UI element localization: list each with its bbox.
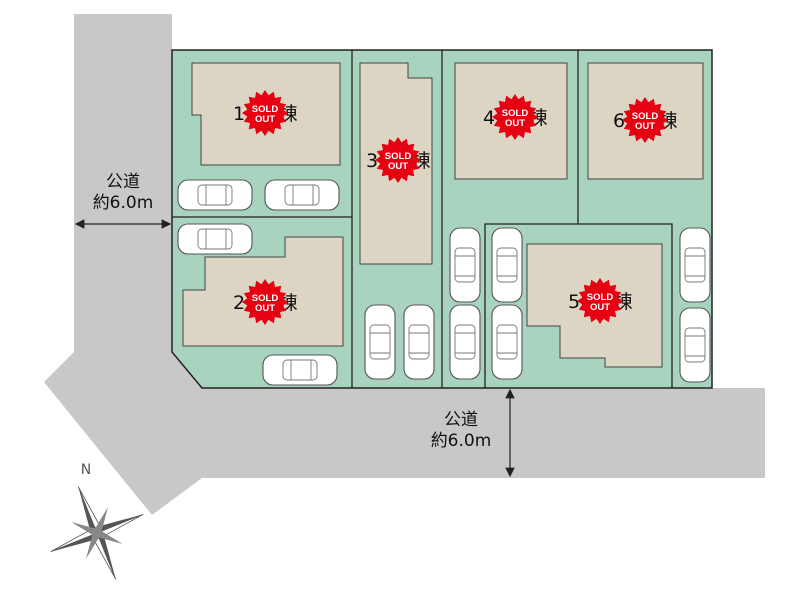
compass-minor-needle	[95, 529, 123, 544]
compass-minor-needle	[86, 531, 101, 559]
parked-car-icon	[679, 227, 711, 303]
parked-car-icon	[177, 179, 253, 211]
compass-minor-needle	[71, 522, 99, 537]
sold-out-line-2: OUT	[255, 303, 275, 314]
south-road-label: 公道 約6.0m	[416, 410, 506, 452]
road-west	[44, 14, 202, 515]
west-road-width: 約6.0m	[92, 193, 154, 213]
road-network	[44, 14, 765, 515]
parked-car-icon	[177, 223, 253, 255]
parked-car-icon	[364, 304, 396, 380]
parking-spaces	[177, 179, 711, 386]
lot-number: 3	[366, 150, 378, 172]
sold-out-line-2: OUT	[505, 118, 525, 129]
compass-minor-needle	[93, 507, 108, 535]
sold-out-line-2: OUT	[635, 121, 655, 132]
sold-out-line-1: SOLD	[385, 151, 412, 162]
parked-car-icon	[449, 304, 481, 380]
parked-car-icon	[403, 304, 435, 380]
dimension-lines	[74, 219, 515, 478]
sold-out-line-1: SOLD	[502, 108, 529, 119]
parked-car-icon	[491, 304, 523, 380]
sold-out-line-2: OUT	[388, 161, 408, 172]
sold-out-line-2: OUT	[255, 114, 275, 125]
road-south	[202, 388, 765, 478]
lot-number: 5	[568, 291, 580, 313]
lot-number: 4	[483, 107, 495, 129]
lot-number: 2	[233, 292, 245, 314]
parked-car-icon	[679, 307, 711, 383]
west-road-label: 公道 約6.0m	[78, 172, 168, 214]
lot-divider	[484, 223, 673, 388]
sold-out-line-1: SOLD	[587, 292, 614, 303]
parked-car-icon	[449, 227, 481, 303]
sold-out-line-1: SOLD	[252, 104, 279, 115]
south-road-name: 公道	[444, 410, 478, 430]
lot-number: 6	[613, 110, 625, 132]
lot-number: 1	[233, 103, 245, 125]
south-road-width: 約6.0m	[430, 431, 492, 451]
west-road-name: 公道	[106, 172, 140, 192]
sold-out-line-1: SOLD	[632, 111, 659, 122]
parked-car-icon	[491, 227, 523, 303]
parked-car-icon	[262, 354, 338, 386]
compass-north-label: N	[81, 462, 91, 478]
sold-out-line-1: SOLD	[252, 293, 279, 304]
sold-out-line-2: OUT	[590, 302, 610, 313]
parked-car-icon	[264, 179, 340, 211]
compass-rose: N	[50, 462, 144, 580]
